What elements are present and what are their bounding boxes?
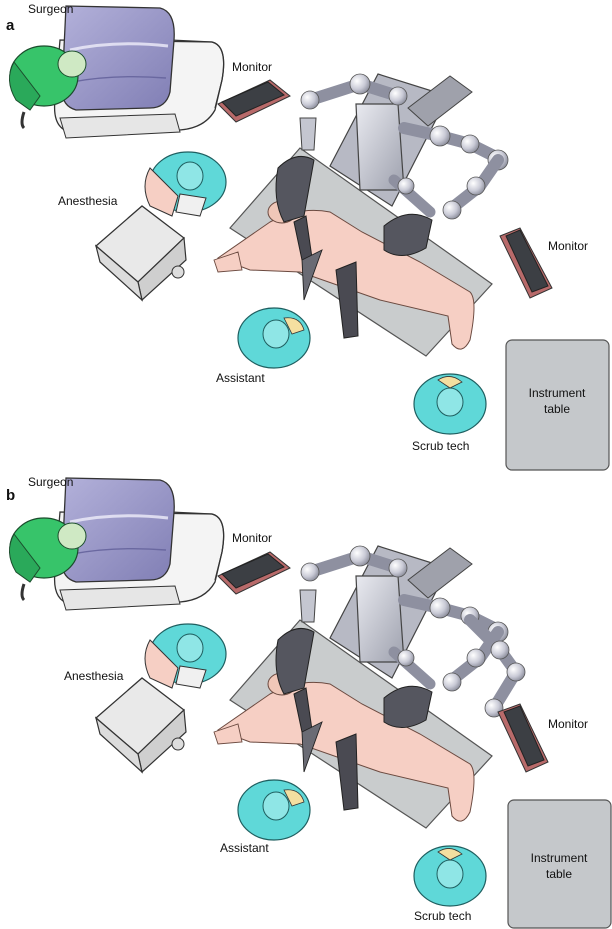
monitor-right-graphic — [497, 703, 549, 773]
label-instrument-table-2: table — [544, 402, 570, 416]
label-anesthesia: Anesthesia — [58, 194, 118, 208]
instrument-table — [505, 339, 610, 471]
label-instrument-table-2: table — [546, 867, 572, 881]
label-monitor-right: Monitor — [548, 239, 588, 253]
monitor-right-graphic — [499, 227, 553, 299]
panel-letter-b: b — [6, 487, 15, 504]
label-anesthesia: Anesthesia — [64, 669, 124, 683]
label-monitor-top: Monitor — [232, 531, 272, 545]
label-assistant: Assistant — [216, 371, 265, 385]
label-scrub-tech: Scrub tech — [412, 439, 469, 453]
robot-arm-extension — [464, 614, 526, 718]
label-assistant: Assistant — [220, 841, 269, 855]
panel-b: b Surgeon Monitor Anesthesia Monitor Ass… — [6, 475, 612, 929]
label-monitor-top: Monitor — [232, 60, 272, 74]
label-surgeon: Surgeon — [28, 475, 73, 489]
label-monitor-right: Monitor — [548, 717, 588, 731]
label-instrument-table-1: Instrument — [531, 851, 588, 865]
label-surgeon: Surgeon — [28, 2, 73, 16]
label-scrub-tech: Scrub tech — [414, 909, 471, 923]
instrument-table — [507, 799, 612, 929]
panel-letter-a: a — [6, 17, 15, 34]
label-instrument-table-1: Instrument — [529, 386, 586, 400]
panel-a: a Surgeon Monitor Anesthesia Monitor Ass… — [6, 2, 610, 471]
